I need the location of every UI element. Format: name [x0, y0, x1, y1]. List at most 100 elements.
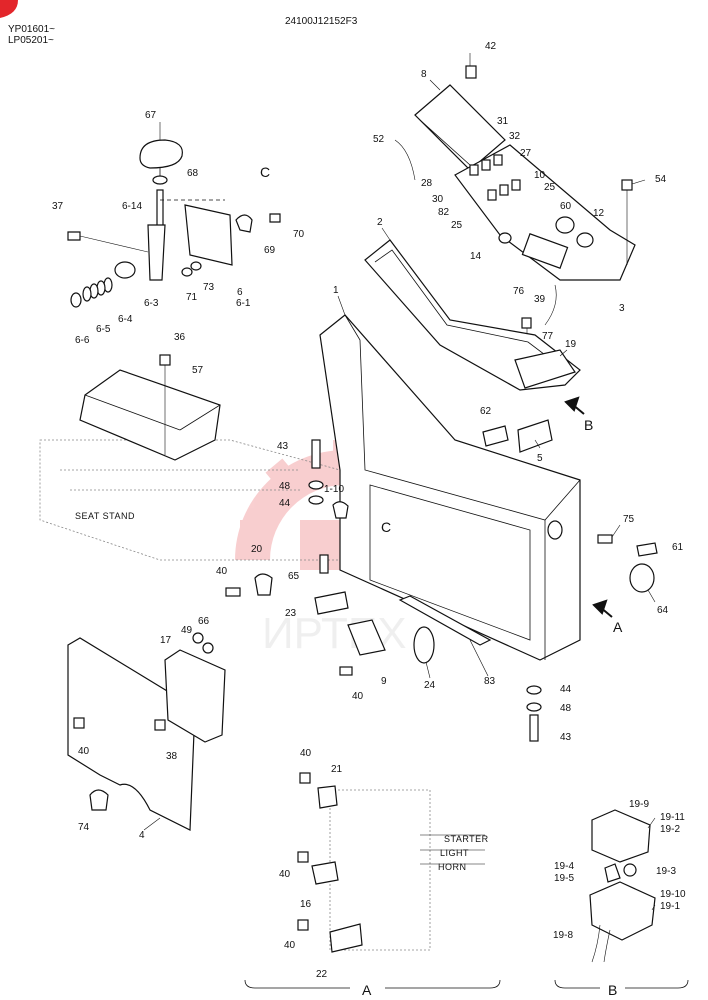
cable-19-8 — [591, 924, 601, 963]
bolt-40-relay — [225, 587, 241, 597]
label-2: 2 — [377, 217, 383, 228]
cap-64 — [629, 563, 655, 593]
label-5: 5 — [537, 453, 543, 464]
grommet-74 — [89, 789, 109, 811]
nut-49 — [192, 632, 204, 644]
bracket-9 — [347, 619, 386, 656]
label-6-5: 6-5 — [96, 324, 111, 335]
bolt-65 — [319, 554, 329, 574]
bolt-40-a1 — [299, 772, 311, 784]
fuse-box-76 — [521, 233, 569, 269]
horn-wire-label: HORN — [438, 862, 467, 872]
label-17: 17 — [160, 635, 172, 646]
cable-77 — [544, 284, 557, 326]
label-62: 62 — [480, 406, 492, 417]
clamp-5 — [517, 419, 553, 453]
label-6-14: 6-14 — [122, 201, 142, 212]
bolt-43-top — [311, 439, 321, 469]
grommet-24 — [413, 626, 435, 664]
starter-wire-label: STARTER — [444, 834, 489, 844]
view-c-callout-mid: C — [381, 519, 391, 535]
label-21: 21 — [331, 764, 343, 775]
serial-range-top: YP01601~ — [8, 24, 55, 35]
leader-lines — [143, 53, 656, 911]
label-57: 57 — [192, 365, 204, 376]
view-a-callout: A — [613, 619, 623, 635]
label-48-bottom: 48 — [560, 703, 572, 714]
section-b-label: B — [608, 982, 617, 998]
label-6-6: 6-6 — [75, 335, 90, 346]
label-19-10: 19-10 — [660, 889, 686, 900]
label-37: 37 — [52, 201, 64, 212]
view-b-arrow-icon — [564, 396, 585, 415]
corner-logo — [0, 0, 18, 18]
label-10: 10 — [534, 170, 546, 181]
control-panel-group — [394, 65, 636, 352]
knob-12 — [576, 232, 594, 248]
bolt-54 — [621, 179, 633, 191]
bolt-42 — [465, 65, 477, 79]
label-42: 42 — [485, 41, 497, 52]
section-b-group: B — [554, 809, 689, 998]
washer-6-6 — [70, 292, 82, 308]
label-6-3: 6-3 — [144, 298, 159, 309]
relay-20 — [254, 573, 273, 596]
label-16: 16 — [300, 899, 312, 910]
label-23: 23 — [285, 608, 297, 619]
lever-assembly — [67, 139, 281, 308]
label-19-9: 19-9 — [629, 799, 649, 810]
label-40-bracket: 40 — [352, 691, 364, 702]
label-61: 61 — [672, 542, 684, 553]
hole-left — [547, 520, 563, 540]
washer-73 — [190, 261, 202, 271]
key-switch-60 — [555, 216, 575, 234]
label-48-top: 48 — [279, 481, 291, 492]
label-61 — [636, 542, 658, 557]
light-wire-label: LIGHT — [440, 848, 469, 858]
bolt-39 — [521, 317, 532, 329]
plate-6-3 — [114, 261, 136, 279]
label-71: 71 — [186, 292, 198, 303]
lever-arm — [147, 224, 166, 281]
label-1-10: 1-10 — [324, 484, 344, 495]
label-65: 65 — [288, 571, 300, 582]
plate-19 — [514, 349, 576, 389]
seat-stand-outline — [39, 439, 341, 561]
label-44-bottom: 44 — [560, 684, 572, 695]
label-19-5: 19-5 — [554, 873, 574, 884]
label-40-panel: 40 — [78, 746, 90, 757]
washer-44-top — [308, 495, 324, 505]
clip-69 — [235, 214, 253, 233]
fuse-cover-19-2 — [591, 809, 651, 863]
label-30: 30 — [432, 194, 444, 205]
label-66: 66 — [198, 616, 210, 627]
label-60: 60 — [560, 201, 572, 212]
side-panel-group — [67, 632, 226, 831]
label-20: 20 — [251, 544, 263, 555]
label-40-a2: 40 — [279, 869, 291, 880]
label-52: 52 — [373, 134, 385, 145]
switch-row — [469, 154, 521, 201]
fuse-19-4 — [604, 863, 621, 883]
nut-66 — [202, 642, 214, 654]
label-43-top: 43 — [277, 441, 289, 452]
label-64: 64 — [657, 605, 669, 616]
label-31: 31 — [497, 116, 509, 127]
label-40-relay: 40 — [216, 566, 228, 577]
label-19-8: 19-8 — [553, 930, 573, 941]
label-68: 68 — [187, 168, 199, 179]
view-c-callout-top: C — [260, 164, 270, 180]
cover-8 — [414, 84, 506, 171]
label-6: 6 — [237, 287, 243, 298]
label-9: 9 — [381, 676, 387, 687]
label-8: 8 — [421, 69, 427, 80]
serial-range-bottom: LP05201~ — [8, 35, 54, 46]
terminal-23 — [314, 591, 349, 615]
nut-68 — [152, 175, 168, 185]
nut-19-3 — [623, 863, 637, 877]
section-a-group: STARTER LIGHT HORN A — [244, 772, 501, 998]
label-70: 70 — [293, 229, 305, 240]
washer-48-bottom — [526, 702, 542, 712]
label-69: 69 — [264, 245, 276, 256]
label-73: 73 — [203, 282, 215, 293]
